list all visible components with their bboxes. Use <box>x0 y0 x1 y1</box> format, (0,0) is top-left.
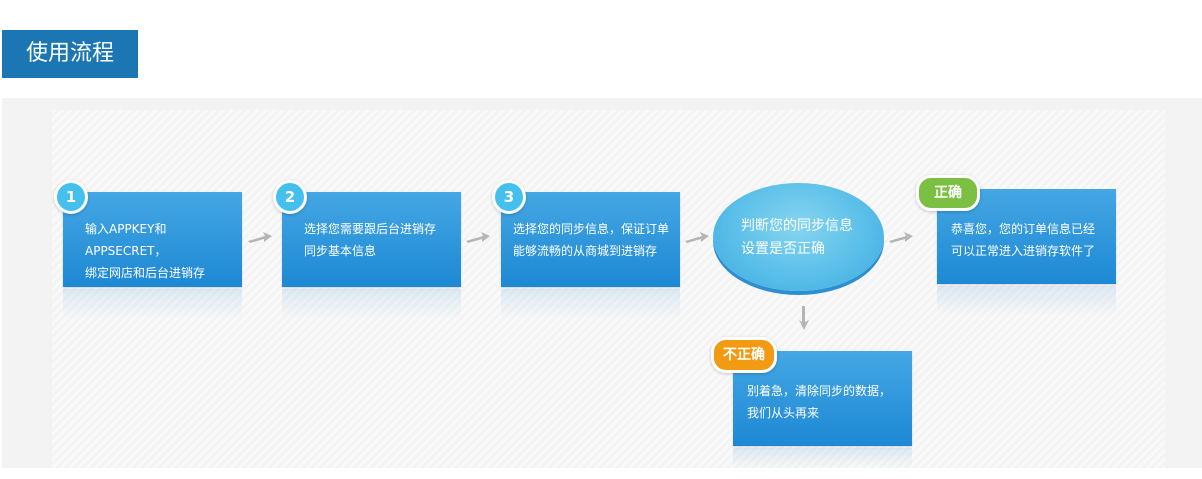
step-1-text: 输入APPKEY和APPSECRET， 绑定网店和后台进销存 <box>85 222 206 280</box>
page-title: 使用流程 <box>2 30 138 78</box>
decision-node: 判断您的同步信息 设置是否正确 <box>713 183 884 291</box>
arrow-down-icon <box>799 306 809 330</box>
step-2-number: 2 <box>273 180 307 214</box>
arrow-right-icon <box>889 232 913 243</box>
decision-text: 判断您的同步信息 设置是否正确 <box>741 218 853 257</box>
incorrect-result-text: 别着急，清除同步的数据， 我们从头再来 <box>747 384 892 420</box>
step-2-box: 选择您需要跟后台进销存 同步基本信息 <box>282 192 461 287</box>
step-1-reflection <box>63 289 242 319</box>
incorrect-badge: 不正确 <box>711 337 777 373</box>
flow-panel-background <box>52 110 1165 468</box>
step-3-number: 3 <box>492 180 526 214</box>
arrow-right-icon <box>248 232 272 243</box>
arrow-right-icon <box>685 232 709 243</box>
correct-result-text: 恭喜您，您的订单信息已经 可以正常进入进销存软件了 <box>951 222 1096 258</box>
arrow-right-icon <box>466 232 490 243</box>
step-3-box: 选择您的同步信息，保证订单 能够流畅的从商城到进销存 <box>501 192 680 287</box>
correct-result-reflection <box>937 286 1116 316</box>
step-2-reflection <box>282 289 461 319</box>
incorrect-result-reflection <box>733 448 912 468</box>
step-1-number: 1 <box>54 180 88 214</box>
step-3-text: 选择您的同步信息，保证订单 能够流畅的从商城到进销存 <box>513 222 670 258</box>
step-2-text: 选择您需要跟后台进销存 同步基本信息 <box>304 222 437 258</box>
step-3-reflection <box>501 289 680 319</box>
correct-badge: 正确 <box>916 175 980 211</box>
step-1-box: 输入APPKEY和APPSECRET， 绑定网店和后台进销存 <box>63 192 242 287</box>
